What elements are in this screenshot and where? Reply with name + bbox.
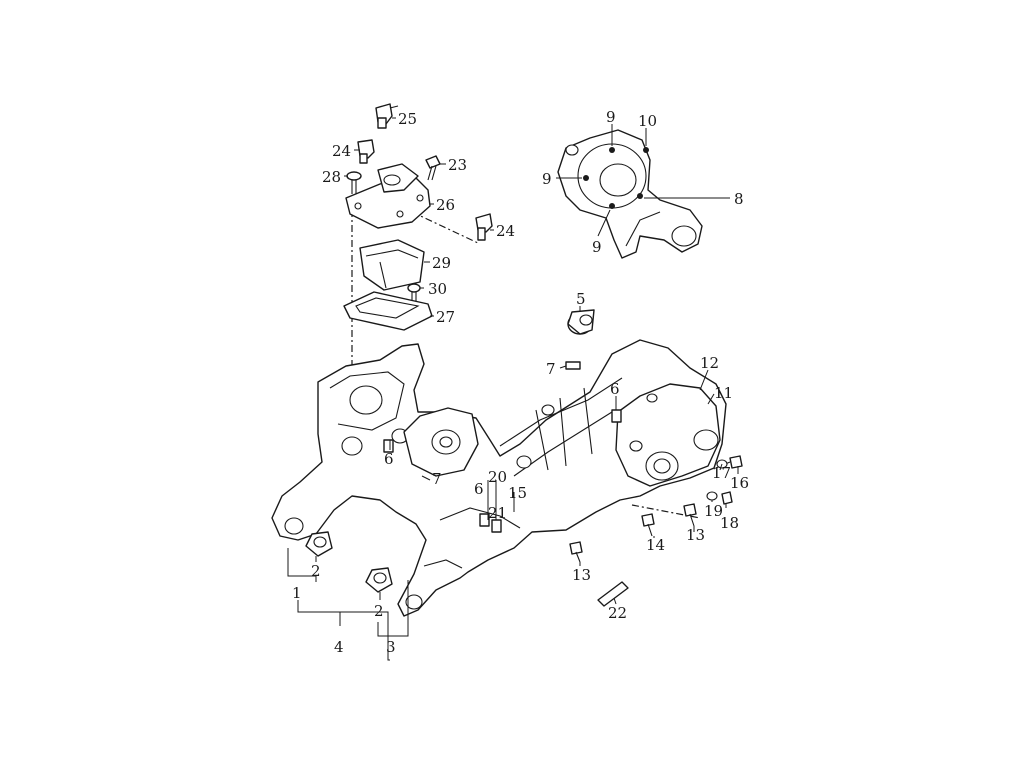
part-29-reed-valve — [359, 239, 425, 291]
part-22-clip — [597, 581, 629, 607]
part-25-connector — [375, 103, 399, 129]
dowel-6-lower — [479, 513, 490, 527]
callout-16: 16 — [730, 474, 749, 492]
callout-9-top: 9 — [606, 108, 616, 126]
part-26-intake-manifold — [345, 163, 431, 229]
part-2-bushing-left — [305, 531, 333, 557]
callout-25: 25 — [398, 110, 417, 128]
callout-6-lower: 6 — [474, 480, 484, 498]
crankcase-main — [271, 339, 727, 617]
dowel-6-right — [611, 409, 622, 423]
callout-6-left: 6 — [384, 450, 394, 468]
callout-21: 21 — [488, 504, 507, 522]
leader-lines — [287, 117, 739, 661]
callout-19: 19 — [704, 502, 723, 520]
part-2-bushing-right — [365, 567, 393, 593]
part-23-bolt — [425, 155, 441, 181]
alignment-line-bolt-13 — [631, 504, 701, 519]
callout-7-lower: 7 — [432, 470, 442, 488]
alignment-line-connector — [411, 211, 479, 244]
dowel-6-left — [383, 439, 394, 453]
callout-7-upper: 7 — [546, 360, 556, 378]
callout-22: 22 — [608, 604, 627, 622]
callout-26: 26 — [436, 196, 455, 214]
part-13-bolt-right — [683, 503, 697, 527]
callout-11: 11 — [714, 384, 733, 402]
callout-10: 10 — [638, 112, 657, 130]
callout-labels: 25 24 23 28 26 24 29 30 27 9 10 9 8 9 5 … — [292, 108, 749, 656]
part-5-bushing — [567, 309, 595, 335]
callout-28: 28 — [322, 168, 341, 186]
part-7-pin-upper — [565, 361, 581, 370]
callout-20: 20 — [488, 468, 507, 486]
callout-2-right: 2 — [374, 602, 384, 620]
callout-5: 5 — [576, 290, 586, 308]
callout-12: 12 — [700, 354, 719, 372]
callout-24-upper: 24 — [332, 142, 351, 160]
part-18-bolt — [721, 491, 733, 505]
callout-9-bottom: 9 — [592, 238, 602, 256]
callout-23: 23 — [448, 156, 467, 174]
callout-4: 4 — [334, 638, 344, 656]
callout-13-lower: 13 — [572, 566, 591, 584]
callout-3: 3 — [386, 638, 396, 656]
part-14-bolt — [641, 513, 655, 537]
callout-29: 29 — [432, 254, 451, 272]
callout-14: 14 — [646, 536, 665, 554]
part-27-gasket — [343, 291, 433, 331]
callout-2-left: 2 — [311, 562, 321, 580]
callout-9-left: 9 — [542, 170, 552, 188]
callout-17: 17 — [712, 464, 731, 482]
part-24-connector-lower — [475, 213, 493, 241]
callout-1: 1 — [292, 584, 302, 602]
callout-8: 8 — [734, 190, 744, 208]
callout-27: 27 — [436, 308, 455, 326]
callout-13-right: 13 — [686, 526, 705, 544]
callout-24-lower: 24 — [496, 222, 515, 240]
callout-30: 30 — [428, 280, 447, 298]
callout-18: 18 — [720, 514, 739, 532]
part-24-connector-upper — [357, 139, 375, 164]
callout-6-right: 6 — [610, 380, 620, 398]
part-19-washer — [706, 491, 718, 501]
housing-cover — [557, 129, 703, 259]
part-13-bolt-lower — [569, 541, 583, 563]
part-28-screw — [346, 171, 362, 194]
callout-15: 15 — [508, 484, 527, 502]
